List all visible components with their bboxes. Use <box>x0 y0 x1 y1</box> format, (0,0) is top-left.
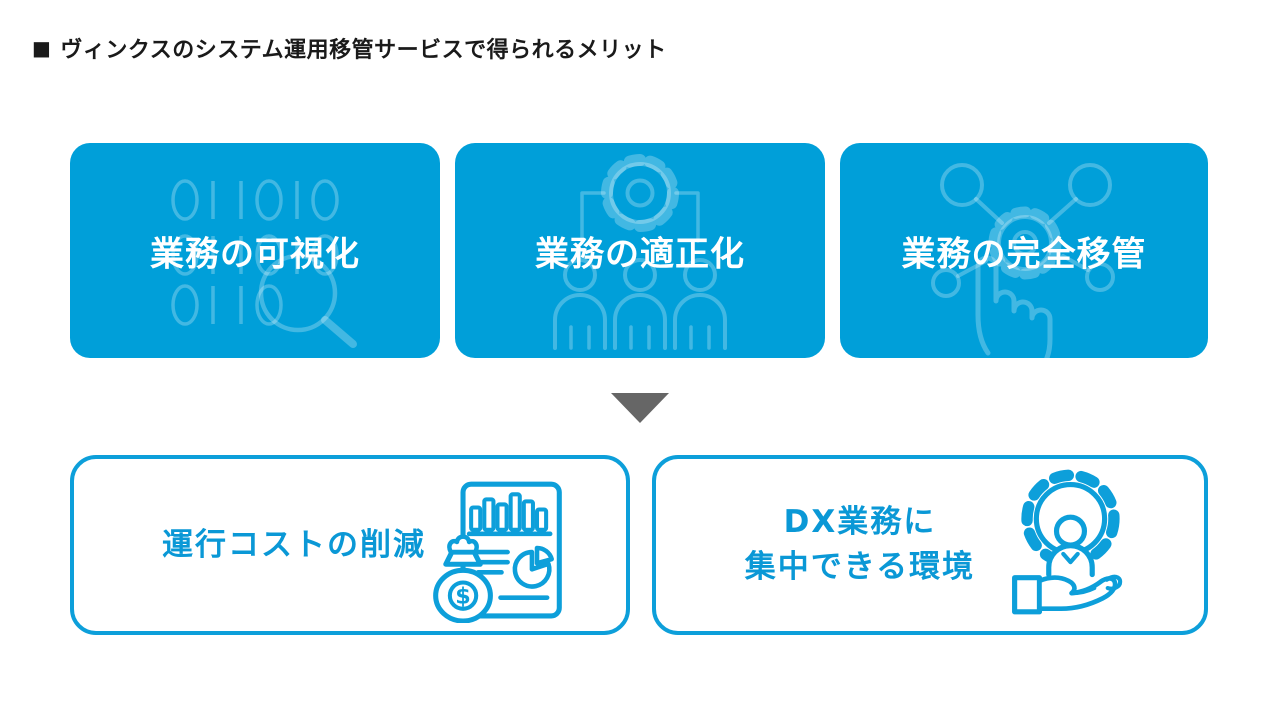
dx-focus-label: DX業務に 集中できる環境 <box>664 459 1056 631</box>
cost-reduction-label: 運行コストの削減 <box>94 459 494 631</box>
bottom-card-dx-focus: DX業務に 集中できる環境 <box>652 455 1208 635</box>
card-work-optimization: 業務の適正化 <box>455 143 825 358</box>
page-title: ■ ヴィンクスのシステム運用移管サービスで得られるメリット <box>32 32 667 64</box>
bottom-card-cost-reduction: 運行コストの削減 <box>70 455 630 635</box>
dollar-sign-glyph: $ <box>455 584 471 610</box>
binary-code-magnifier-icon <box>171 179 357 348</box>
gear-person-hand-icon <box>1012 469 1123 615</box>
dx-focus-line-2: 集中できる環境 <box>744 549 976 585</box>
page-title-text: ヴィンクスのシステム運用移管サービスで得られるメリット <box>60 38 667 63</box>
gear-team-icon <box>553 154 727 350</box>
cost-reduction-line: 運行コストの削減 <box>162 526 426 563</box>
card-work-optimization-label: 業務の適正化 <box>535 234 745 274</box>
card-work-full-transfer: 業務の完全移管 <box>840 143 1208 358</box>
title-square-bullet-icon: ■ <box>32 36 52 60</box>
dx-focus-line-1: DX業務に <box>783 504 937 540</box>
card-work-visualization-label: 業務の可視化 <box>150 234 360 274</box>
report-money-bag-icon: $ <box>433 481 562 623</box>
hand-click-network-icon <box>931 163 1115 358</box>
down-arrow-icon <box>611 393 669 423</box>
card-work-full-transfer-label: 業務の完全移管 <box>901 234 1147 274</box>
card-work-visualization: 業務の可視化 <box>70 143 440 358</box>
